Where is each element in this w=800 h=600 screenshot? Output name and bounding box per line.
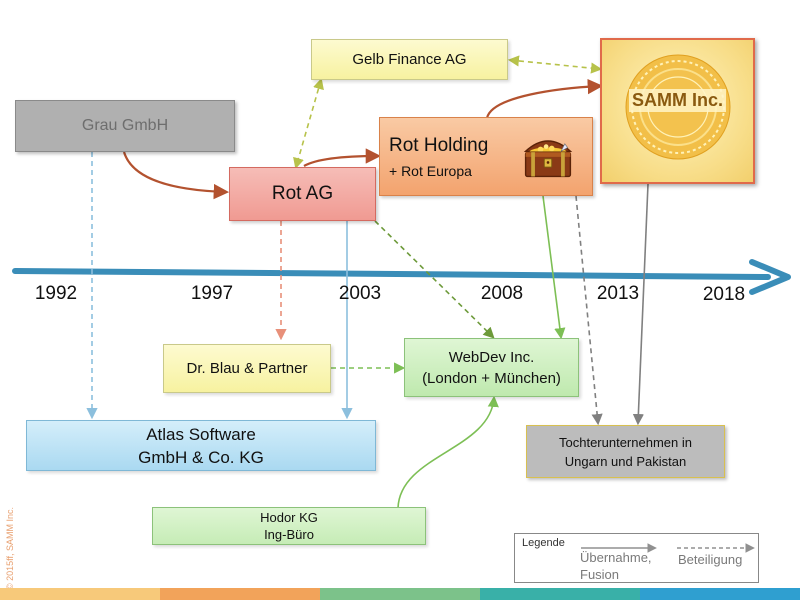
arrow-rot-holding-to-samm — [485, 78, 604, 119]
node-webdev: WebDev Inc. (London + München) — [404, 338, 579, 397]
node-tochter-line1: Tochterunternehmen in — [559, 434, 692, 450]
node-webdev-line1: WebDev Inc. — [448, 348, 535, 366]
node-grau-gmbh-label: Grau GmbH — [81, 117, 169, 134]
arrow-rot-holding-to-webdev — [542, 195, 566, 340]
year-label: 2013 — [596, 283, 640, 304]
footer-stripe-4 — [480, 588, 640, 600]
node-webdev-line2: (London + München) — [422, 369, 561, 387]
node-rot-ag: Rot AG — [229, 167, 376, 221]
arrow-rot-holding-to-tochter — [575, 195, 603, 426]
arrow-hodor-to-webdev — [397, 395, 499, 509]
year-label: 1997 — [190, 283, 234, 304]
legend-acquisition-line1: Übernahme, — [580, 550, 652, 565]
copyright-text: © 2015ff, SAMM Inc. — [5, 507, 15, 590]
year-label: 2018 — [702, 284, 746, 305]
node-rot-holding-label: Rot Holding — [389, 134, 489, 156]
footer-stripe-3 — [320, 588, 480, 600]
node-hodor-line2: Ing-Büro — [264, 527, 314, 542]
node-atlas-line1: Atlas Software — [146, 424, 256, 444]
node-hodor-line1: Hodor KG — [260, 510, 318, 525]
node-atlas-line2: GmbH & Co. KG — [138, 447, 264, 467]
arrow-rot-ag-to-webdev — [374, 220, 495, 339]
footer-stripe-5 — [640, 588, 800, 600]
treasure-chest-icon — [523, 140, 573, 178]
footer-stripe-2 — [160, 588, 320, 600]
legend-arrows — [581, 543, 755, 553]
node-samm-inc-label: SAMM Inc. — [628, 88, 726, 112]
legend-box: Legende Übernahme, Fusion Beteiligung — [514, 533, 759, 583]
node-rot-ag-label: Rot AG — [271, 183, 334, 204]
arrow-gelb-samm — [507, 55, 603, 74]
node-dr-blau-label: Dr. Blau & Partner — [186, 360, 308, 377]
footer-stripe-1 — [0, 588, 160, 600]
node-gelb-finance-label: Gelb Finance AG — [352, 51, 467, 68]
node-grau-gmbh: Grau GmbH — [15, 100, 235, 152]
arrow-rot-ag-to-rot-holding — [303, 148, 382, 167]
node-hodor-kg: Hodor KG Ing-Büro — [152, 507, 426, 545]
node-rot-holding-sub: + Rot Europa — [389, 162, 472, 179]
node-tochterunternehmen: Tochterunternehmen in Ungarn und Pakista… — [526, 425, 725, 478]
legend-participation: Beteiligung — [678, 552, 743, 567]
legend-title: Legende — [522, 537, 565, 549]
node-samm-inc-label-wrap: SAMM Inc. — [600, 80, 755, 120]
year-label: 1992 — [34, 283, 78, 304]
node-gelb-finance: Gelb Finance AG — [311, 39, 508, 80]
node-dr-blau: Dr. Blau & Partner — [163, 344, 331, 393]
arrow-gelb-rot-ag — [293, 77, 324, 170]
arrow-grau-to-rot-ag — [122, 151, 230, 200]
timeline-axis — [12, 268, 771, 280]
legend-acquisition-line2: Fusion — [580, 567, 620, 582]
year-label: 2003 — [338, 283, 382, 304]
node-atlas-software: Atlas Software GmbH & Co. KG — [26, 420, 376, 471]
year-label: 2008 — [480, 283, 524, 304]
node-tochter-line2: Ungarn und Pakistan — [564, 453, 687, 469]
